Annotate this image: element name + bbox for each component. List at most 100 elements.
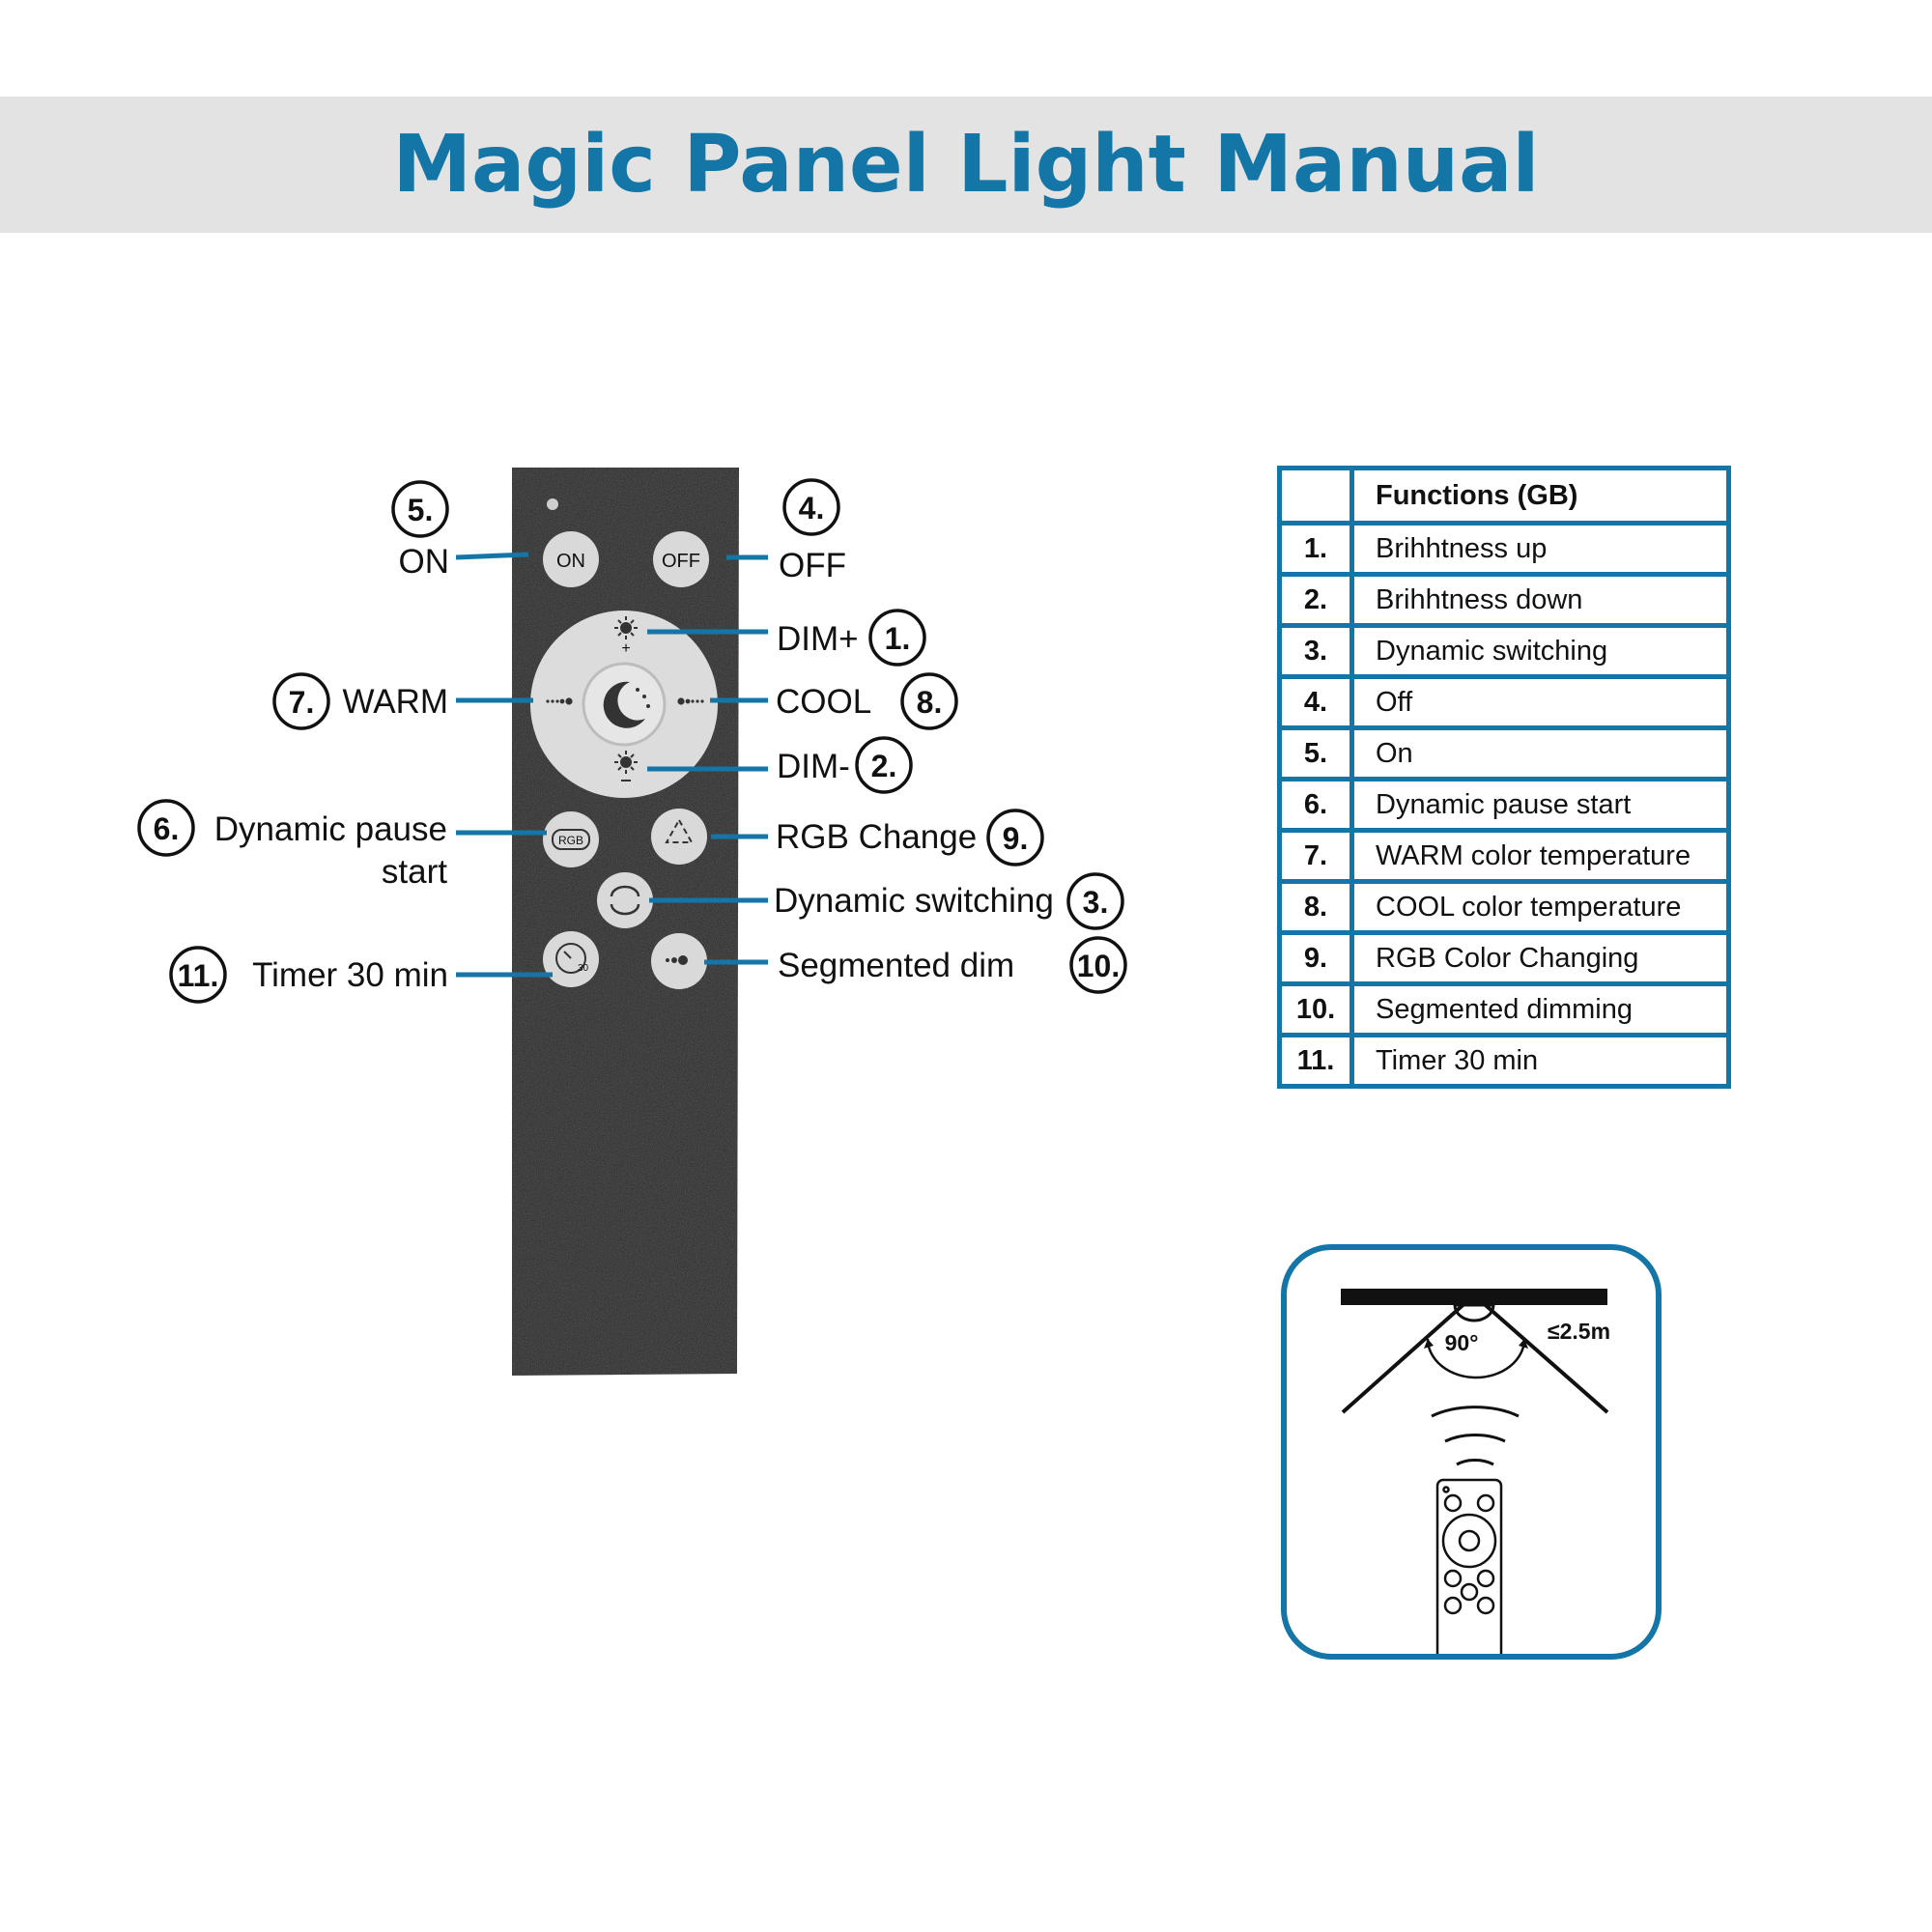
on-button[interactable]: ON [543,531,599,587]
row-function: Off [1350,674,1731,730]
range-diagram: 90° ≤2.5m [1341,1289,1610,1665]
callout-dynamic-switching: Dynamic switching 3. [774,872,1124,930]
row-number: 2. [1277,572,1354,628]
dots-icon [666,955,688,965]
svg-text:Dynamic switching: Dynamic switching [774,882,1054,920]
coverage-line-left [1341,1298,1470,1414]
page-title: Magic Panel Light Manual [392,119,1540,211]
brightness-up-icon[interactable]: + [614,616,638,657]
svg-text:3.: 3. [1083,885,1109,920]
svg-text:6.: 6. [154,811,180,846]
table-row: 8.COOL color temperature [1277,879,1731,935]
table-row: 6.Dynamic pause start [1277,777,1731,833]
table-row: 9.RGB Color Changing [1277,930,1731,986]
svg-text:4.: 4. [799,491,825,526]
row-number: 7. [1277,828,1354,884]
svg-text:WARM: WARM [342,683,448,721]
recycle-arrows-icon [665,817,694,843]
signal-waves-icon [1431,1406,1520,1466]
svg-text:start: start [382,853,447,891]
svg-text:ON: ON [399,543,450,581]
distance-label: ≤2.5m [1548,1319,1610,1344]
timer-button[interactable]: 30 [543,931,599,987]
table-row: 3.Dynamic switching [1277,623,1731,679]
cool-arrow-icon[interactable] [677,697,704,705]
row-number: 10. [1277,981,1354,1037]
clock-icon [555,943,586,974]
off-button[interactable]: OFF [653,531,709,587]
row-function: Segmented dimming [1350,981,1731,1037]
svg-text:RGB Change: RGB Change [776,818,977,856]
table-row: 11.Timer 30 min [1277,1033,1731,1089]
table-header-row: Functions (GB) [1277,466,1731,526]
row-function: RGB Color Changing [1350,930,1731,986]
table-row: 5.On [1277,725,1731,781]
svg-text:+: + [621,640,630,657]
callout-rgb-change: RGB Change 9. [776,809,1044,867]
callout-timer: 11. Timer 30 min [169,946,448,1004]
table-row: 2.Brihhtness down [1277,572,1731,628]
row-number: 3. [1277,623,1354,679]
cycle-arrows-icon [610,885,640,916]
rgb-badge-text: RGB [558,834,583,847]
svg-text:Segmented dim: Segmented dim [778,947,1014,984]
range-diagram-frame: 90° ≤2.5m [1281,1244,1662,1665]
svg-text:9.: 9. [1003,821,1029,856]
callout-warm: 7. WARM [272,672,448,730]
leader-lines [455,552,768,978]
dynamic-switching-button[interactable] [597,872,653,928]
row-number: 11. [1277,1033,1354,1089]
svg-text:Dynamic pause: Dynamic pause [214,810,447,848]
row-function: Timer 30 min [1350,1033,1731,1089]
table-row: 10.Segmented dimming [1277,981,1731,1037]
callout-dynamic-pause: 6. Dynamic pause start [137,799,447,891]
svg-text:8.: 8. [917,685,943,720]
svg-text:OFF: OFF [779,547,846,584]
svg-text:1.: 1. [885,621,911,656]
svg-text:2.: 2. [871,749,897,783]
table-row: 7.WARM color temperature [1277,828,1731,884]
svg-text:10.: 10. [1077,949,1120,983]
brightness-down-icon[interactable] [614,751,638,781]
coverage-line-right [1478,1298,1609,1414]
table-header-title: Functions (GB) [1350,466,1731,526]
svg-text:DIM-: DIM- [777,748,850,785]
on-button-label: ON [556,551,585,572]
rgb-change-button[interactable] [651,809,707,865]
timer-badge-text: 30 [578,963,589,974]
table-header-number [1277,466,1354,526]
ir-led-indicator [547,498,558,510]
callout-dim-minus: DIM- 2. [777,736,913,794]
table-row: 1.Brihhtness up [1277,521,1731,577]
row-function: WARM color temperature [1350,828,1731,884]
row-function: Brihhtness down [1350,572,1731,628]
row-function: Brihhtness up [1350,521,1731,577]
warm-arrow-icon[interactable] [546,697,573,705]
row-number: 5. [1277,725,1354,781]
row-number: 6. [1277,777,1354,833]
svg-text:Timer 30 min: Timer 30 min [252,956,448,994]
row-number: 9. [1277,930,1354,986]
row-number: 4. [1277,674,1354,730]
dynamic-pause-button[interactable]: RGB [543,811,599,867]
svg-text:11.: 11. [178,958,219,993]
angle-label: 90° [1445,1330,1479,1355]
row-function: On [1350,725,1731,781]
segmented-dim-button[interactable] [651,933,707,989]
callout-dim-plus: DIM+ 1. [777,609,926,667]
functions-table: Functions (GB) 1.Brihhtness up 2.Brihhtn… [1277,466,1731,1089]
svg-text:COOL: COOL [776,683,871,721]
row-function: COOL color temperature [1350,879,1731,935]
mini-remote-icon [1435,1478,1503,1665]
ceiling-bar [1341,1289,1607,1305]
row-number: 1. [1277,521,1354,577]
angle-arc [1426,1338,1526,1379]
callout-off: 4. OFF [779,478,846,584]
svg-text:7.: 7. [289,685,315,720]
dpad[interactable] [530,611,718,798]
svg-text:5.: 5. [408,493,434,527]
dynamic-mode-moon-icon[interactable] [603,681,650,728]
callout-cool: COOL 8. [776,672,958,730]
off-button-label: OFF [662,551,700,572]
